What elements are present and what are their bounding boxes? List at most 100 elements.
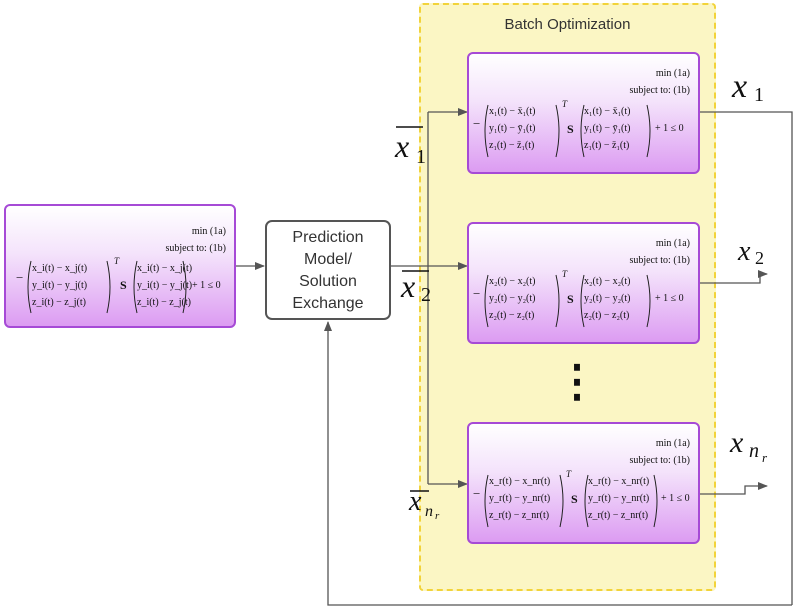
batch-box-n-minus: − [473, 486, 481, 501]
batch-box-2-mat-a0: x₂(t) − x₂(t) [489, 276, 536, 287]
input-label-1-sub: 1 [416, 146, 426, 168]
left-box-subject: subject to: (1b) [165, 243, 226, 254]
output-label-n-sub: n [749, 440, 759, 462]
paren [646, 274, 651, 328]
batch-box-1-s: S [567, 122, 574, 136]
batch-box-2-mat-b2: z₂(t) − z₂(t) [584, 310, 630, 321]
batch-box-1-mat-a2: z₁(t) − z̄₁(t) [489, 140, 535, 151]
batch-box-n-tail: + 1 ≤ 0 [661, 493, 690, 504]
output-label-n-x: x [730, 426, 744, 459]
left-box-tail: + 1 ≤ 0 [192, 280, 221, 291]
output-label-2-sub: 2 [755, 248, 764, 268]
left-box-mat-b1: y_i(t) − y_j(t) [137, 280, 193, 291]
paren [484, 274, 489, 328]
batch-box-n-s: S [571, 492, 578, 506]
batch-box-n-mat-b0: x_r(t) − x_nr(t) [588, 476, 650, 487]
batch-box-2-tail: + 1 ≤ 0 [655, 293, 684, 304]
paren [653, 474, 658, 528]
left-box-transpose: T [114, 256, 120, 266]
prediction-line4: Exchange [292, 295, 364, 312]
prediction-model-box: Prediction Model/ Solution Exchange [265, 220, 391, 320]
batch-box-1-transpose: T [562, 99, 568, 109]
batch-box-2-mat-b0: x₂(t) − x₂(t) [584, 276, 631, 287]
batch-box-2-s: S [567, 292, 574, 306]
batch-box-2-transpose: T [562, 269, 568, 279]
batch-box-1-minus: − [473, 116, 481, 131]
left-box-mat-b2: z_i(t) − z_j(t) [137, 297, 191, 308]
batch-box-n-transpose: T [566, 469, 572, 479]
batch-box-2-mat-b1: y₂(t) − y₂(t) [584, 293, 631, 304]
output-label-n-subsub: r [762, 450, 768, 465]
bar [402, 270, 429, 272]
paren [555, 104, 560, 158]
left-constraint-box: min (1a) subject to: (1b) − x_i(t) − x_j… [4, 204, 236, 328]
batch-box-2: min (1a) subject to: (1b) − x₂(t) − x₂(t… [467, 222, 700, 344]
left-box-mat-b0: x_i(t) − x_j(t) [137, 263, 193, 274]
batch-box-n-subject: subject to: (1b) [629, 455, 690, 466]
output-label-n: x n r [730, 426, 790, 474]
left-box-mat-a0: x_i(t) − x_j(t) [32, 263, 88, 274]
output-line-1 [700, 111, 793, 605]
left-box-s: S [120, 278, 127, 292]
left-box-mat-a1: y_i(t) − y_j(t) [32, 280, 88, 291]
batch-box-2-mat-a1: y₂(t) − y₂(t) [489, 293, 536, 304]
batch-box-n-mat-a2: z_r(t) − z_nr(t) [489, 510, 550, 521]
paren [133, 260, 138, 314]
bar [396, 126, 423, 128]
left-box-minus: − [16, 270, 24, 285]
paren [580, 104, 585, 158]
batch-box-n-min: min (1a) [655, 438, 690, 449]
batch-box-n: min (1a) subject to: (1b) − x_r(t) − x_n… [467, 422, 700, 544]
batch-box-1-subject: subject to: (1b) [629, 85, 690, 96]
paren [559, 474, 564, 528]
input-label-2-x: x [401, 268, 416, 304]
batch-title: Batch Optimization [504, 16, 631, 33]
batch-box-1-mat-a0: x₁(t) − x̄₁(t) [489, 106, 536, 117]
left-box-min: min (1a) [191, 226, 226, 237]
prediction-line3: Solution [299, 273, 357, 290]
paren [580, 274, 585, 328]
paren [555, 274, 560, 328]
paren [27, 260, 32, 314]
input-label-n-x: x [409, 486, 422, 517]
batch-box-n-mat-a1: y_r(t) − y_nr(t) [489, 493, 551, 504]
input-label-n-sub: n [425, 503, 433, 520]
input-label-n: x n r [407, 486, 457, 528]
input-label-1-x: x [395, 128, 410, 164]
batch-box-2-subject: subject to: (1b) [629, 255, 690, 266]
paren [484, 104, 489, 158]
batch-box-1-mat-a1: y₁(t) − ȳ₁(t) [489, 123, 536, 134]
ellipsis-dots: ⋮ [555, 357, 599, 406]
left-box-mat-a2: z_i(t) − z_j(t) [32, 297, 86, 308]
output-label-2: x 2 [738, 236, 782, 276]
input-label-1: x 1 [393, 124, 433, 184]
batch-box-1-mat-b1: y₁(t) − ȳ₁(t) [584, 123, 631, 134]
batch-box-n-mat-b1: y_r(t) − y_nr(t) [588, 493, 650, 504]
output-label-1-sub: 1 [754, 84, 764, 106]
paren [484, 474, 489, 528]
paren [646, 104, 651, 158]
input-label-2: x 2 [399, 268, 443, 312]
output-line-2 [700, 270, 768, 284]
batch-box-1-min: min (1a) [655, 68, 690, 79]
paren [182, 260, 187, 314]
bar [410, 490, 429, 492]
batch-box-n-mat-b2: z_r(t) − z_nr(t) [588, 510, 649, 521]
batch-box-n-mat-a0: x_r(t) − x_nr(t) [489, 476, 551, 487]
input-label-2-sub: 2 [421, 284, 431, 306]
batch-box-2-mat-a2: z₂(t) − z₂(t) [489, 310, 535, 321]
input-label-n-subsub: r [435, 510, 440, 522]
batch-box-2-minus: − [473, 286, 481, 301]
paren [584, 474, 589, 528]
batch-box-1-mat-b0: x₁(t) − x̄₁(t) [584, 106, 631, 117]
batch-box-2-min: min (1a) [655, 238, 690, 249]
output-line-n [700, 482, 768, 495]
output-label-1: x 1 [732, 68, 782, 112]
output-label-1-x: x [732, 68, 748, 105]
feedback-line [324, 321, 792, 606]
batch-box-1-tail: + 1 ≤ 0 [655, 123, 684, 134]
prediction-line2: Model/ [303, 251, 353, 268]
batch-box-1-mat-b2: z₁(t) − z̄₁(t) [584, 140, 630, 151]
paren [106, 260, 111, 314]
